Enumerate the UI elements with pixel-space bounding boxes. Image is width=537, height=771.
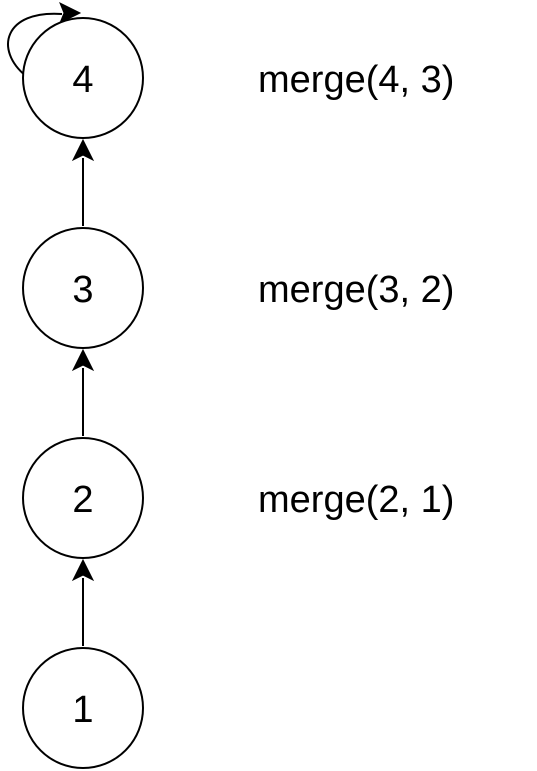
merge-label-2-1: merge(2, 1) [258, 479, 454, 521]
node-label: 3 [72, 269, 93, 311]
node-4: 4 [22, 17, 144, 139]
node-2: 2 [22, 437, 144, 559]
node-label: 4 [72, 59, 93, 101]
node-1: 1 [22, 647, 144, 769]
node-label: 1 [72, 689, 93, 731]
edge-1-to-2 [71, 558, 95, 646]
node-label: 2 [72, 479, 93, 521]
edge-2-to-3 [71, 348, 95, 436]
node-3: 3 [22, 227, 144, 349]
merge-label-4-3: merge(4, 3) [258, 59, 454, 101]
edge-3-to-4 [71, 138, 95, 226]
merge-label-3-2: merge(3, 2) [258, 269, 454, 311]
